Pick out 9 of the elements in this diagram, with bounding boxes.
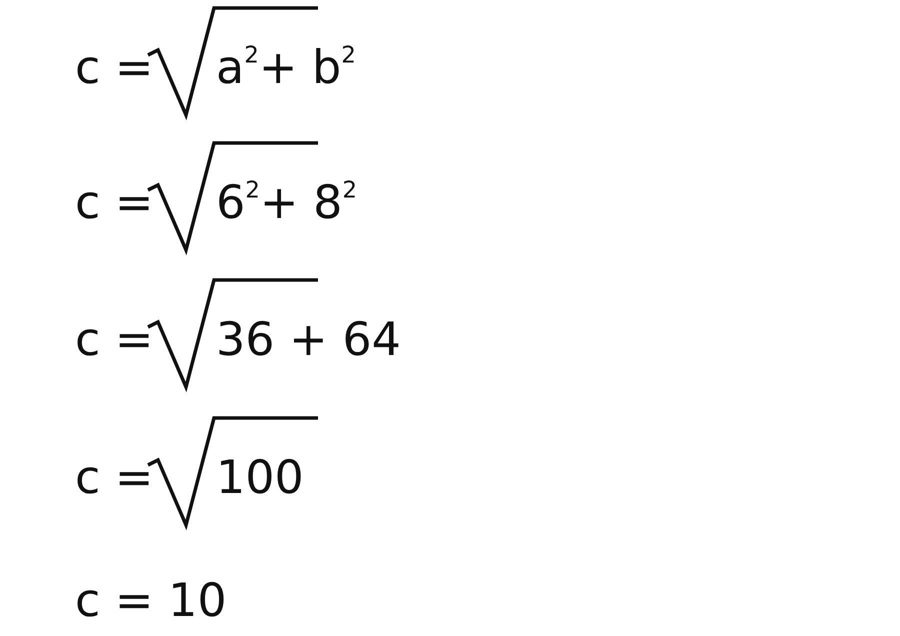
equation-lhs: c = — [75, 44, 154, 90]
equation-lhs: c = — [75, 179, 154, 225]
radicand: 100 — [216, 454, 304, 500]
radicand: 36 + 64 — [216, 316, 401, 362]
equation-result: c = 10 — [75, 577, 227, 623]
radicand: a$^{2}$+ b$^{2}$ — [216, 44, 356, 90]
radicand: 6$^{2}$+ 8$^{2}$ — [216, 179, 357, 225]
equation-lhs: c = — [75, 316, 154, 362]
equation-lhs: c = — [75, 454, 154, 500]
